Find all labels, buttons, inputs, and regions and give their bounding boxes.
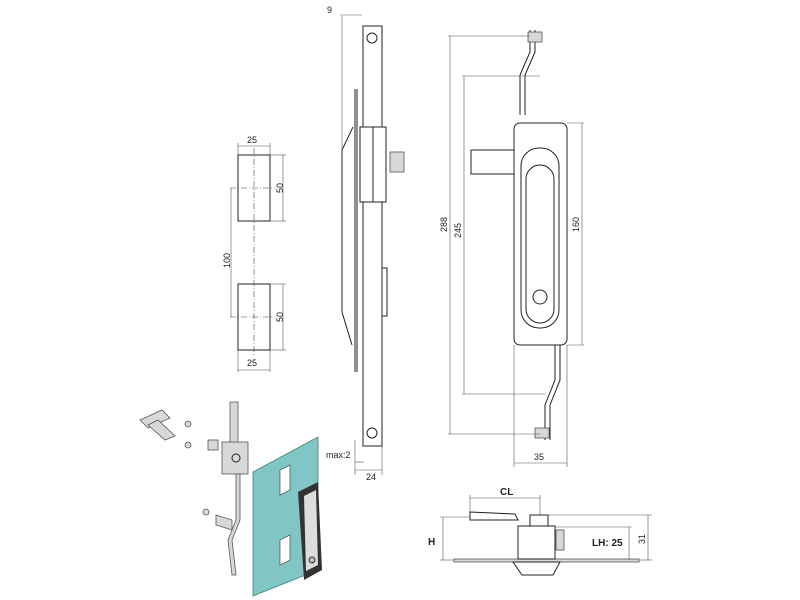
cutout-width-bottom-label: 25: [247, 358, 257, 368]
cutout-height-top-label: 50: [275, 183, 285, 193]
section-cl-label: CL: [500, 487, 513, 498]
side-depth-label: 24: [366, 472, 376, 482]
front-width-label: 35: [534, 452, 544, 462]
cutout-width-top-label: 25: [247, 135, 257, 145]
section-lh-label: LH: 25: [592, 538, 623, 549]
side-view: 9 max:2 24: [326, 5, 405, 482]
section-h-label: H: [428, 537, 435, 548]
front-view: 288 245 160 35: [439, 30, 584, 467]
section-height-label: 31: [637, 534, 647, 544]
cutout-spacing-label: 100: [222, 253, 232, 268]
exploded-isometric-view: [139, 401, 322, 597]
cutout-height-bottom-label: 50: [275, 312, 285, 322]
section-view: CL H LH: 25 31: [428, 487, 652, 576]
front-handle-length-label: 160: [571, 217, 581, 232]
side-offset-label: 9: [327, 5, 332, 15]
panel-cutout-view: 25 50 100 50 25: [222, 135, 286, 372]
side-max-panel-label: max:2: [326, 450, 351, 460]
front-overall-length-label: 288: [439, 217, 449, 232]
front-hole-spacing-label: 245: [453, 223, 463, 238]
